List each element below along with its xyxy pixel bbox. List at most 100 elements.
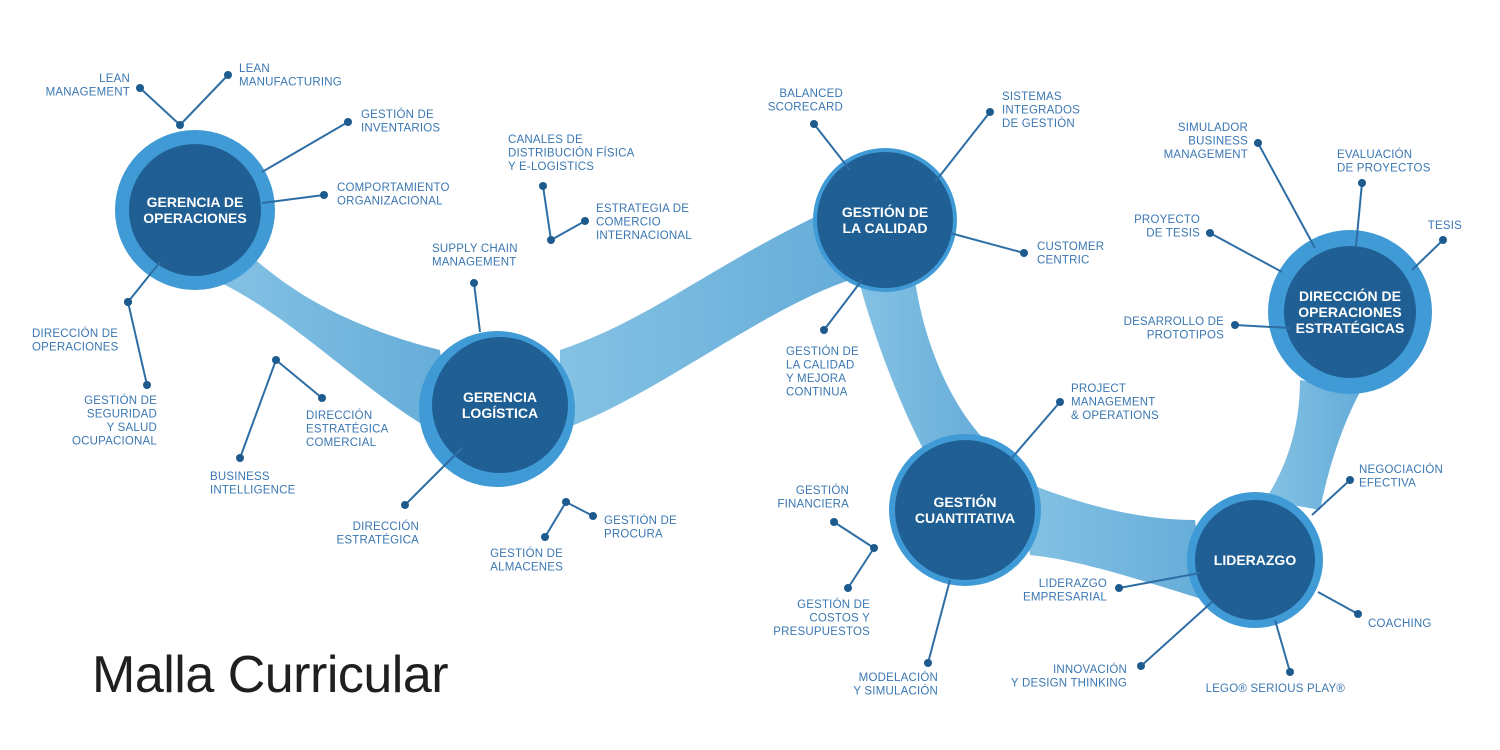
topic-label-line: OCUPACIONAL (72, 436, 157, 448)
topic-dot (470, 279, 478, 287)
topic-label-line: DESARROLLO DE (1124, 316, 1225, 328)
topic-label-line: CENTRIC (1037, 255, 1090, 267)
topic-connector (1317, 591, 1359, 615)
topic-connector (1274, 619, 1291, 673)
hub-calidad[interactable]: GESTIÓN DELA CALIDAD (813, 148, 957, 292)
topic-connector (275, 359, 323, 399)
topic-connector (1118, 572, 1201, 589)
topic-label-line: ORGANIZACIONAL (337, 196, 443, 208)
topic-node[interactable]: GESTIÓN DE PROCURA (565, 501, 677, 541)
hub-core (1284, 246, 1416, 378)
topic-label-line: INNOVACIÓN (1053, 663, 1127, 676)
topic-label-line: PROYECTO (1134, 214, 1200, 226)
topic-node[interactable]: DIRECCIÓN DE OPERACIONES (32, 261, 161, 354)
topic-label-line: COMERCIO (596, 217, 661, 229)
topic-connector (542, 185, 552, 241)
topic-node[interactable]: LEGO® SERIOUS PLAY® (1206, 619, 1346, 695)
topic-node[interactable]: TESIS (1411, 220, 1462, 271)
topic-label-line: ESTRATEGIA DE (596, 203, 689, 215)
connector-group (215, 210, 1360, 600)
topic-label-line: OPERACIONES (32, 342, 119, 354)
topic-label-line: DISTRIBUCIÓN FÍSICA (508, 147, 635, 160)
topic-label-line: DIRECCIÓN DE (32, 327, 118, 340)
topic-label-line: BUSINESS (1188, 136, 1248, 148)
topic-connector (261, 121, 349, 173)
topic-connector (1411, 239, 1444, 271)
topic-connector (473, 282, 481, 333)
topic-connector (1209, 232, 1283, 273)
topic-dot (1346, 476, 1354, 484)
topic-connector (139, 87, 181, 126)
topic-label-line: GESTIÓN DE (604, 514, 677, 527)
hub-label-line: OPERACIONES (143, 210, 246, 226)
topic-dot (541, 533, 549, 541)
topic-label-line: ESTRATÉGICA (306, 423, 389, 436)
hub-label-line: GESTIÓN DE (842, 203, 928, 220)
topic-label-line: LA CALIDAD (786, 360, 854, 372)
topic-label-line: DE PROYECTOS (1337, 163, 1431, 175)
topic-connector (127, 261, 161, 303)
topic-label-line: LEAN (239, 63, 270, 75)
hub-liderazgo[interactable]: LIDERAZGO (1187, 492, 1323, 628)
topic-label-line: MANAGEMENT (432, 257, 516, 269)
topic-label-line: EVALUACIÓN (1337, 148, 1412, 161)
topic-label-line: CANALES DE (508, 134, 583, 146)
topic-dot (224, 71, 232, 79)
topic-dot (1115, 584, 1123, 592)
topic-label-line: ESTRATÉGICA (337, 534, 420, 547)
topic-node[interactable]: COACHING (1317, 591, 1432, 630)
topic-connector (1234, 324, 1291, 329)
topic-label-line: PRESUPUESTOS (773, 626, 870, 638)
topic-label-line: COSTOS Y (809, 613, 870, 625)
topic-label-line: SIMULADOR (1178, 122, 1248, 134)
topic-connector (833, 521, 875, 549)
hub-label-line: LIDERAZGO (1214, 552, 1297, 568)
topic-dot (401, 501, 409, 509)
hub-label-line: GESTIÓN (933, 493, 996, 510)
topic-connector (847, 547, 875, 589)
topic-label-line: Y MEJORA (786, 373, 846, 385)
hub-label-line: GERENCIA (463, 389, 537, 405)
topic-node[interactable]: EVALUACIÓN DE PROYECTOS (1337, 148, 1431, 247)
topic-label-line: PROCURA (604, 529, 663, 541)
hub-label-line: CUANTITATIVA (915, 510, 1015, 526)
link-calidad-cuantitativa (860, 280, 985, 470)
topic-dot (539, 182, 547, 190)
topic-label-line: INTELLIGENCE (210, 485, 296, 497)
topic-label-line: MANAGEMENT (46, 87, 130, 99)
topic-connector (261, 194, 325, 204)
hub-core (129, 144, 261, 276)
topic-dot (1439, 236, 1447, 244)
